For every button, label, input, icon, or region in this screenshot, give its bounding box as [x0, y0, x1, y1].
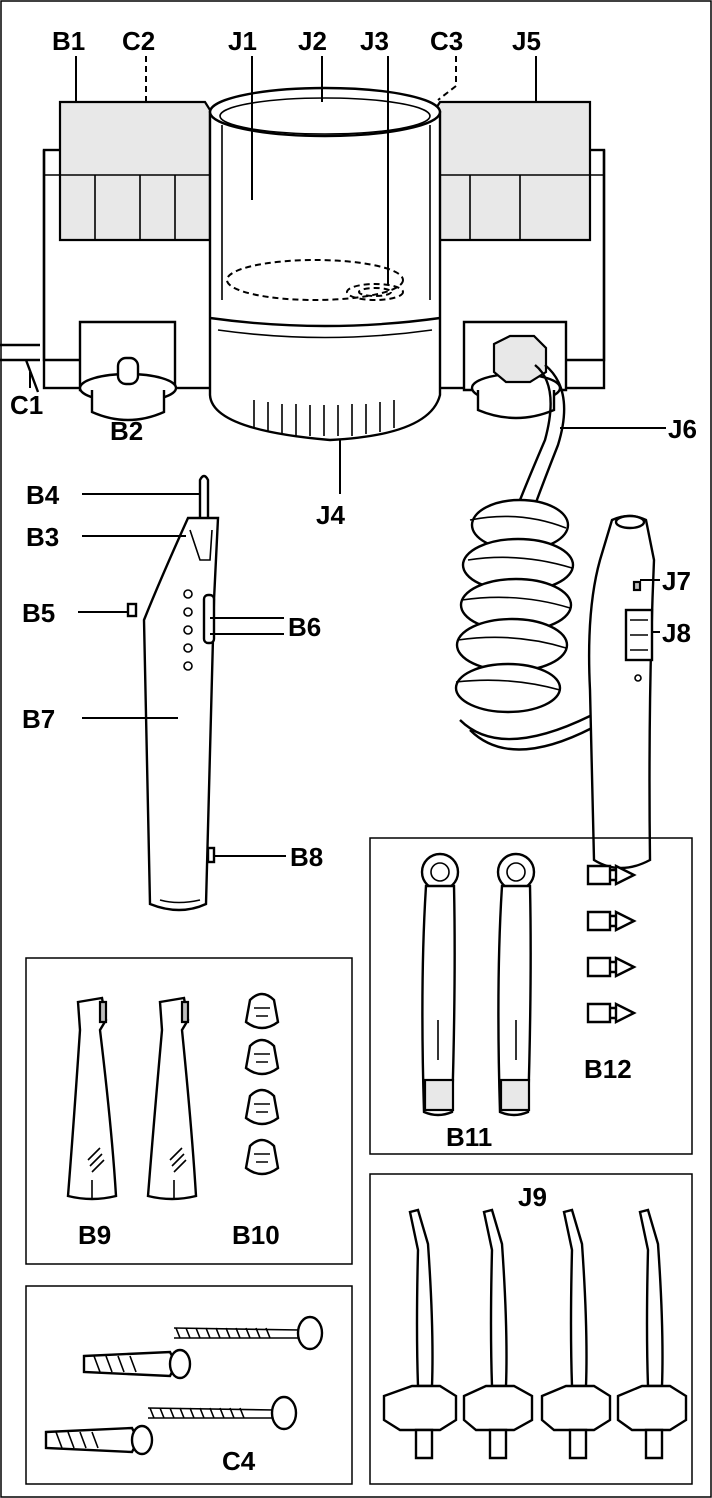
label-j4: J4 — [316, 500, 345, 530]
label-c2: C2 — [122, 26, 155, 56]
brush-head-b9-a — [66, 996, 118, 1201]
label-b10: B10 — [232, 1220, 280, 1250]
screw-top — [173, 1315, 324, 1351]
storage-lid-right — [433, 100, 592, 242]
anchor-top — [82, 1348, 192, 1380]
label-j1: J1 — [228, 26, 257, 56]
label-b7: B7 — [22, 704, 55, 734]
box-interdental-heads — [369, 837, 693, 1155]
label-j5: J5 — [512, 26, 541, 56]
storage-lid-left — [58, 100, 212, 242]
label-b3: B3 — [26, 522, 59, 552]
label-j8: J8 — [662, 618, 691, 648]
nozzle-1 — [382, 1208, 458, 1460]
label-b6: B6 — [288, 612, 321, 642]
label-j6: J6 — [668, 414, 697, 444]
brush-pin — [198, 474, 210, 522]
brush-caps-b10 — [244, 992, 280, 1176]
label-j9: J9 — [518, 1182, 547, 1212]
hose — [518, 364, 552, 501]
label-b9: B9 — [78, 1220, 111, 1250]
toothbrush-handle — [126, 474, 220, 912]
label-c3: C3 — [430, 26, 463, 56]
hose-coil — [454, 498, 575, 714]
handle-holder-left — [78, 320, 178, 422]
interdental-head-b11-b — [496, 852, 536, 1117]
label-j2: J2 — [298, 26, 327, 56]
label-j7: J7 — [662, 566, 691, 596]
tips-b12 — [586, 864, 637, 1024]
box-wall-mount — [25, 1285, 353, 1485]
label-b12: B12 — [584, 1054, 632, 1084]
water-tank — [208, 86, 442, 442]
power-cord — [0, 343, 40, 393]
nozzle-3 — [540, 1208, 612, 1460]
box-irrigator-nozzles — [369, 1173, 693, 1485]
label-j3: J3 — [360, 26, 389, 56]
filter-outline — [226, 259, 404, 301]
leader-lines — [29, 56, 666, 857]
label-b8: B8 — [290, 842, 323, 872]
screw-bottom — [147, 1395, 298, 1431]
part-labels: B1 C2 J1 J2 J3 C3 J5 C1 B2 J4 J6 B4 B3 B… — [10, 26, 697, 1476]
nozzle-4 — [616, 1208, 688, 1460]
label-c1: C1 — [10, 390, 43, 420]
tank-rim — [208, 86, 442, 138]
label-b4: B4 — [26, 480, 60, 510]
anchor-bottom — [44, 1424, 154, 1456]
handle-holder-right — [462, 320, 568, 420]
label-b5: B5 — [22, 598, 55, 628]
label-b2: B2 — [110, 416, 143, 446]
brush-head-b9-b — [146, 996, 198, 1201]
box-brush-heads — [25, 957, 353, 1265]
interdental-head-b11-a — [420, 852, 460, 1117]
label-c4: C4 — [222, 1446, 256, 1476]
label-b1: B1 — [52, 26, 85, 56]
nozzle-2 — [462, 1208, 534, 1460]
pressure-dial — [253, 400, 395, 436]
irrigator-handle — [454, 364, 656, 870]
mode-button — [183, 589, 193, 599]
label-b11: B11 — [446, 1122, 492, 1152]
